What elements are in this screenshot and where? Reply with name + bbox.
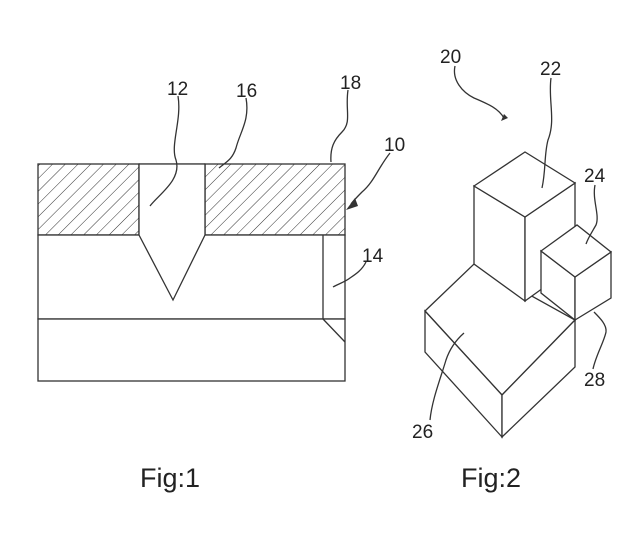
label-14: 14	[362, 246, 384, 267]
hatched-layer-left	[38, 164, 139, 235]
caption-fig-2: Fig:2	[461, 463, 521, 493]
label-16: 16	[236, 81, 257, 102]
label-28: 28	[584, 370, 605, 391]
figure-2: 20 22 24 26 28 Fig:2	[412, 47, 611, 493]
leader-28	[593, 312, 606, 369]
bottom-layer	[38, 319, 345, 381]
figure-1: 12 16 18 10 14 Fig:1	[38, 73, 405, 493]
leader-10	[351, 153, 390, 204]
label-20: 20	[440, 47, 461, 68]
label-22: 22	[540, 59, 561, 80]
hatched-layer-right	[205, 164, 345, 235]
leader-20	[454, 66, 504, 118]
arrow-10	[346, 198, 358, 210]
label-10: 10	[384, 135, 405, 156]
label-26: 26	[412, 422, 433, 443]
label-12: 12	[167, 79, 188, 100]
leader-18	[331, 90, 348, 162]
caption-fig-1: Fig:1	[140, 463, 200, 493]
label-24: 24	[584, 166, 606, 187]
leader-16	[219, 98, 247, 168]
label-18: 18	[340, 73, 361, 94]
